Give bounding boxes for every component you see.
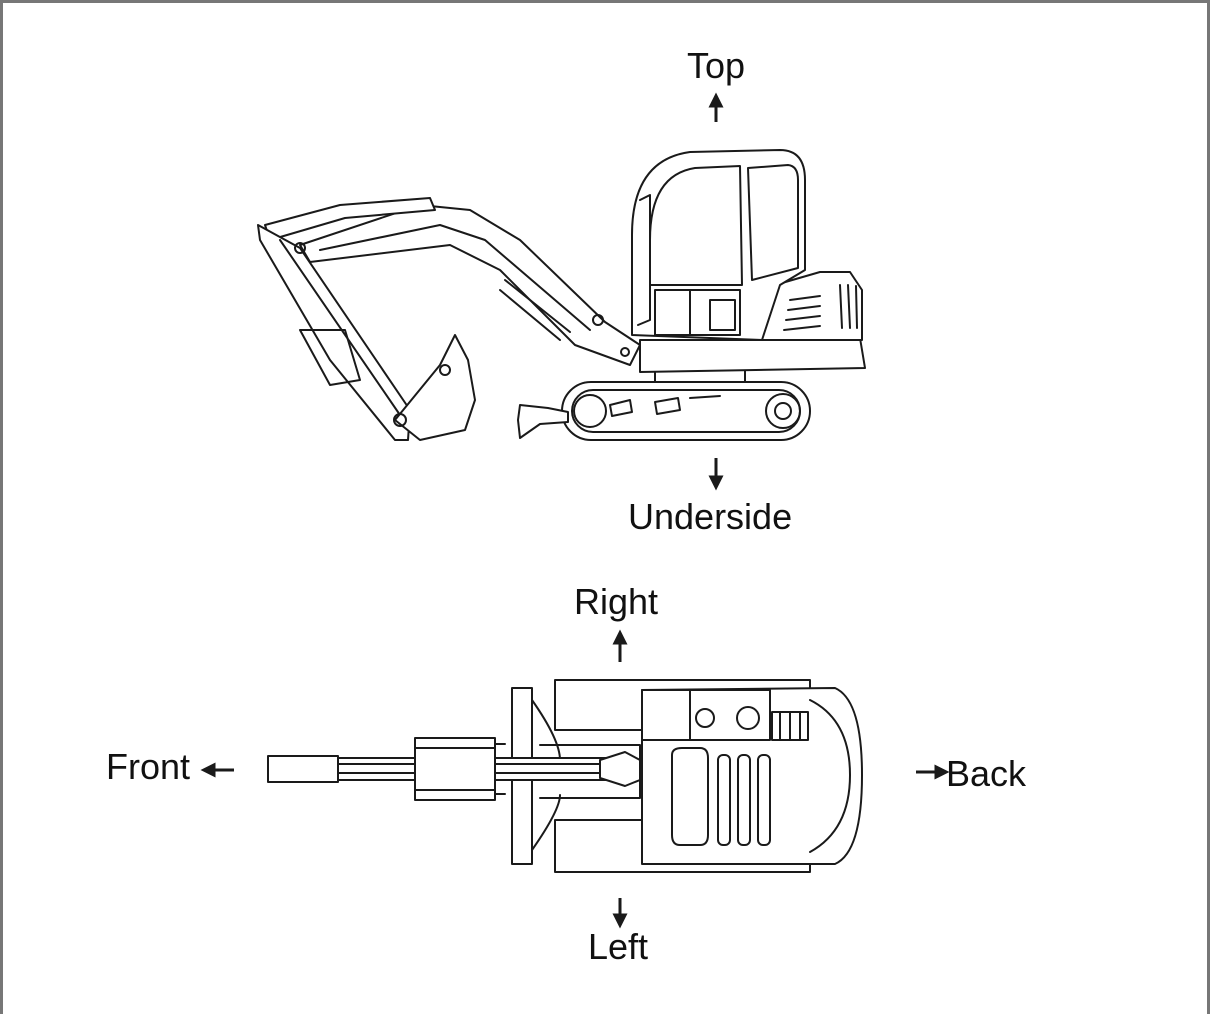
label-underside: Underside [628,496,793,537]
side-bucket [394,334,476,441]
label-left: Left [588,926,649,967]
label-back: Back [946,753,1027,794]
side-upper-frame [639,337,866,373]
direction-arrows [200,92,950,929]
side-engine-cover [759,271,863,341]
side-boom-cylinder [499,279,571,341]
excavator-side-view [257,149,866,441]
side-boom [299,204,641,366]
top-bucket [267,755,339,783]
top-boom-bracket [414,737,496,801]
label-right: Right [574,581,659,622]
label-top: Top [687,45,746,86]
side-dozer-blade [517,404,569,439]
side-arm [257,224,411,441]
label-front: Front [106,746,191,787]
excavator-top-view [267,679,863,873]
side-cab [631,149,806,341]
side-track [561,381,811,441]
